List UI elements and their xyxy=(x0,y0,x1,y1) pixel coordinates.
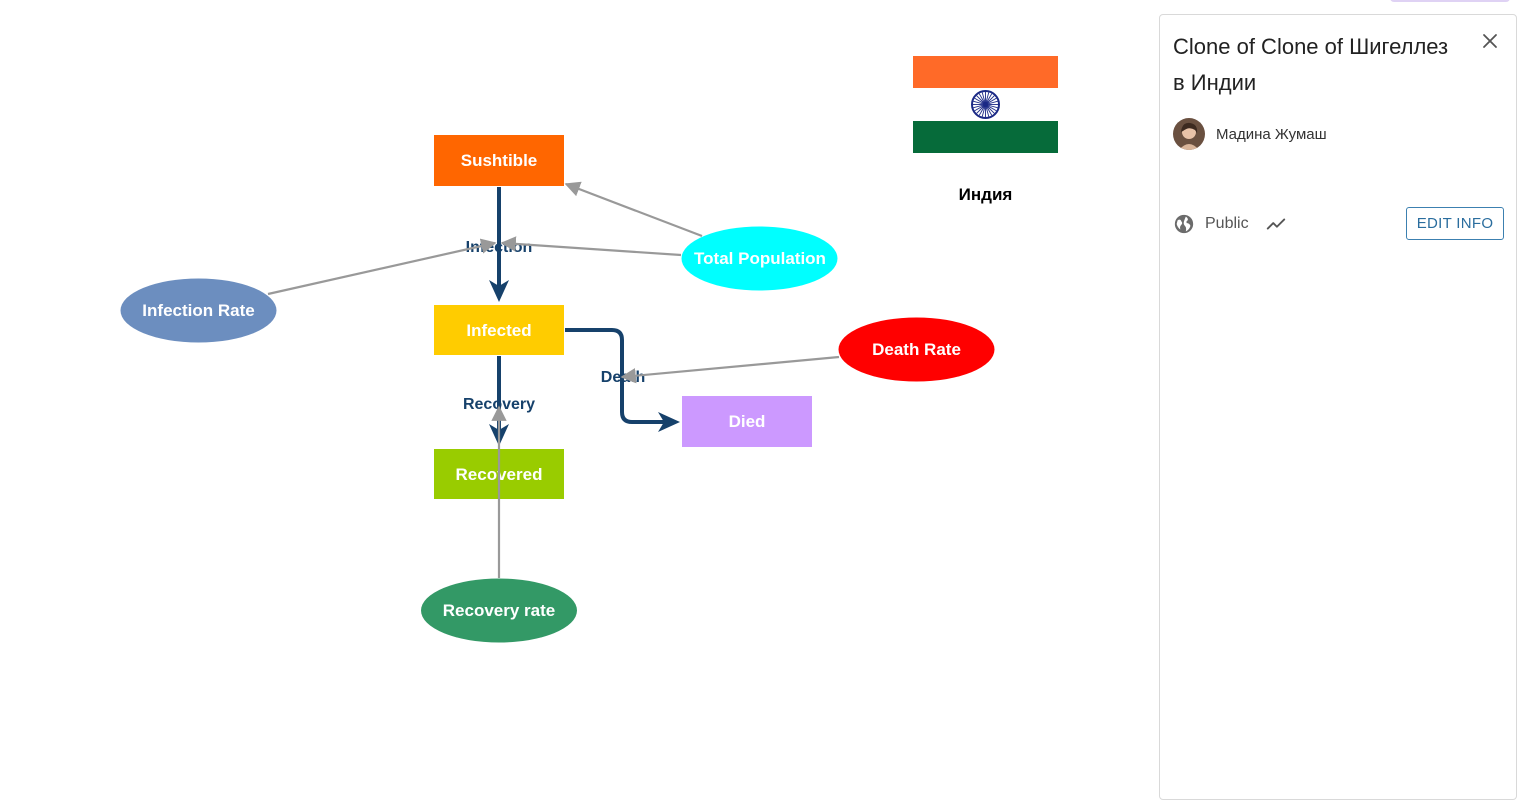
chakra-spoke xyxy=(985,92,990,105)
india-flag xyxy=(913,56,1058,153)
globe-icon xyxy=(1174,214,1194,234)
chakra-spoke xyxy=(985,104,990,117)
close-button[interactable] xyxy=(1478,29,1502,53)
link-total-population-to-sushtible[interactable] xyxy=(564,181,703,238)
chakra-spoke xyxy=(985,95,995,105)
info-panel: Clone of Clone of Шигеллез в Индии Мадин… xyxy=(1159,14,1517,800)
chakra-spoke xyxy=(981,92,986,105)
chakra-spoke xyxy=(985,97,997,105)
chakra-spoke xyxy=(985,93,993,105)
variable-recovery-rate-label: Recovery rate xyxy=(443,601,555,620)
flag-green-stripe xyxy=(913,121,1058,153)
flow-infection[interactable] xyxy=(489,187,509,302)
variable-death-rate[interactable]: Death Rate xyxy=(838,317,995,382)
avatar xyxy=(1173,118,1205,150)
stock-died-label: Died xyxy=(729,412,766,431)
chakra-spoke xyxy=(976,95,986,105)
chakra-spoke xyxy=(978,104,986,116)
chakra-spoke xyxy=(985,100,998,105)
chakra-spoke xyxy=(973,104,986,109)
link-total-population-to-infection[interactable] xyxy=(500,236,682,257)
chakra-spoke xyxy=(976,104,986,114)
model-title: Clone of Clone of Шигеллез в Индии xyxy=(1173,34,1449,95)
chakra-spoke xyxy=(973,100,986,105)
edit-info-button[interactable]: EDIT INFO xyxy=(1406,207,1504,240)
chakra-spoke xyxy=(985,104,997,112)
variable-infection-rate-label: Infection Rate xyxy=(142,301,254,320)
ashoka-chakra-icon xyxy=(971,90,1000,119)
flow-recovery-label: Recovery xyxy=(463,396,535,413)
chakra-spoke xyxy=(974,97,986,105)
flow-arrow-head xyxy=(658,412,680,432)
variable-total-population-label: Total Population xyxy=(694,249,826,268)
stock-died[interactable]: Died xyxy=(682,396,812,447)
variable-death-rate-label: Death Rate xyxy=(872,340,961,359)
chakra-spoke xyxy=(985,104,993,116)
trend-icon[interactable] xyxy=(1265,213,1287,235)
stock-sushtible[interactable]: Sushtible xyxy=(434,135,564,186)
visibility-label: Public xyxy=(1205,215,1249,232)
close-icon xyxy=(1483,34,1497,48)
chakra-spoke xyxy=(974,104,986,112)
author-name: Мадина Жумаш xyxy=(1216,125,1327,143)
stock-infected[interactable]: Infected xyxy=(434,305,564,355)
stock-sushtible-label: Sushtible xyxy=(461,151,538,170)
chakra-spoke xyxy=(985,104,995,114)
chakra-spoke xyxy=(978,93,986,105)
author-link[interactable]: Мадина Жумаш xyxy=(1173,117,1327,151)
link-infection-rate-to-infection[interactable] xyxy=(267,238,497,296)
chakra-spoke xyxy=(985,104,998,109)
variable-total-population[interactable]: Total Population xyxy=(681,226,838,291)
stock-infected-label: Infected xyxy=(466,321,531,340)
visibility-status: Public xyxy=(1173,212,1287,236)
top-glow-decoration xyxy=(1390,0,1510,2)
model-canvas[interactable]: Индия Sushtible Infected Recovered xyxy=(0,0,1150,804)
flag-caption: Индия xyxy=(959,185,1013,204)
chakra-spoke xyxy=(981,104,986,117)
variable-infection-rate[interactable]: Infection Rate xyxy=(120,278,277,343)
variable-recovery-rate[interactable]: Recovery rate xyxy=(421,578,577,643)
flag-saffron-stripe xyxy=(913,56,1058,88)
flow-arrow-head xyxy=(489,280,509,302)
link-death-rate-to-death[interactable] xyxy=(620,355,840,384)
model-diagram: Индия Sushtible Infected Recovered xyxy=(120,56,1058,643)
